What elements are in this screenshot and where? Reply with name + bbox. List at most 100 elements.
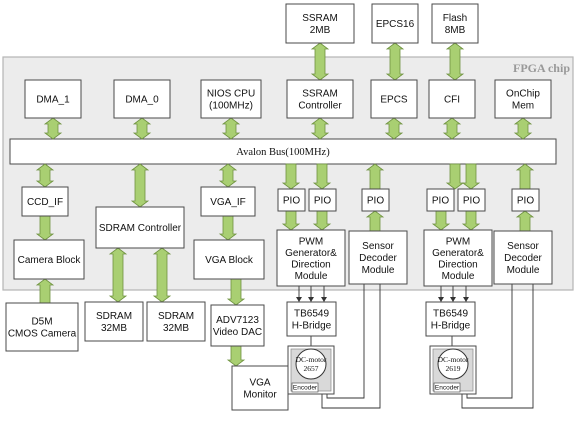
block-pio3: PIO: [361, 188, 390, 212]
bus-arrow-25: [461, 210, 481, 231]
dc-motor-motor2-label: 2619: [446, 364, 461, 373]
block-adv7123-label: Video DAC: [213, 327, 262, 338]
block-pio6: PIO: [511, 188, 540, 212]
block-epcs: EPCS: [370, 79, 418, 119]
pwm2-hbridge-head-a: [438, 297, 444, 302]
block-sensor2-label: Module: [507, 265, 540, 276]
block-sdram2-label: SDRAM: [158, 311, 194, 322]
bus-arrow-4: [43, 117, 63, 140]
block-vga-if-label: VGA_IF: [210, 197, 246, 208]
block-epcs16: EPCS16: [371, 3, 419, 44]
block-sdram-ctrl-label: SDRAM Controller: [99, 223, 182, 234]
block-hbridge2-label: TB6549: [433, 309, 468, 320]
block-cfi-label: CFI: [444, 95, 460, 106]
block-sensor1-label: Module: [362, 265, 395, 276]
block-hbridge1-label: TB6549: [294, 309, 329, 320]
block-camera-block: Camera Block: [13, 239, 85, 280]
bus-arrow-18: [365, 163, 385, 190]
encoder-label: Encoder: [435, 385, 460, 392]
bus-arrow-7: [310, 117, 330, 140]
dc-motor-motor1-label: DC-motor: [296, 355, 327, 364]
bus-arrow-31: [226, 278, 246, 306]
pwm2-hbridge-head-c: [463, 297, 469, 302]
block-sensor1-label: Sensor: [362, 241, 394, 252]
block-sdram1-label: 32MB: [101, 323, 127, 334]
block-dma1-label: DMA_1: [36, 95, 70, 106]
fpga-chip-title: FPGA chip: [513, 61, 570, 75]
block-sensor2-label: Decoder: [504, 253, 542, 264]
bus-arrow-14: [281, 163, 301, 190]
block-ssram-label: 2MB: [310, 25, 331, 36]
pwm1-hbridge-head-c: [321, 297, 327, 302]
bus-arrow-22: [281, 210, 301, 231]
block-hbridge2-label: H-Bridge: [431, 321, 471, 332]
block-dma0-label: DMA_0: [125, 95, 159, 106]
bus-arrow-32: [226, 345, 246, 367]
block-vga-if: VGA_IF: [200, 186, 256, 217]
pwm1-hbridge-head-b: [308, 297, 314, 302]
avalon-bus: [9, 138, 557, 165]
block-adv7123-label: ADV7123: [216, 315, 259, 326]
pwm2-hbridge-head-b: [450, 297, 456, 302]
bus-arrow-23: [312, 210, 332, 231]
block-nios-label: (100MHz): [209, 101, 253, 112]
bus-arrow-27: [515, 210, 535, 232]
block-sensor1-label: Decoder: [359, 253, 397, 264]
block-nios-label: NIOS CPU: [207, 89, 255, 100]
block-cfi: CFI: [428, 79, 476, 119]
block-sdram2-label: 32MB: [163, 323, 189, 334]
bus-arrow-10: [513, 117, 533, 140]
block-flash-label: 8MB: [445, 25, 466, 36]
bus-arrow-15: [312, 163, 332, 190]
block-epcs16-label: EPCS16: [376, 19, 415, 30]
block-d5m-label: CMOS Camera: [8, 329, 77, 340]
block-ssram-label: SSRAM: [302, 13, 338, 24]
block-pio1: PIO: [277, 188, 306, 212]
block-epcs-label: EPCS: [380, 95, 408, 106]
bus-arrow-28: [35, 278, 55, 304]
block-vga-monitor-label: Monitor: [243, 390, 277, 401]
bus-arrow-17: [461, 163, 481, 190]
block-ssram-ctrl-label: Controller: [298, 101, 342, 112]
block-pwm2-label: PWM: [446, 236, 470, 247]
block-sensor2-label: Sensor: [507, 241, 539, 252]
block-pwm1-label: Module: [295, 271, 328, 282]
bus-arrow-26: [365, 210, 385, 232]
block-ccd-if: CCD_IF: [21, 186, 69, 217]
bus-arrow-16: [445, 163, 465, 190]
block-pio1-label: PIO: [283, 196, 300, 207]
bus-arrow-19: [515, 163, 535, 190]
block-onchip-label: Mem: [512, 101, 534, 112]
block-pwm2-label: Generator&: [432, 248, 484, 259]
block-dma1: DMA_1: [24, 79, 82, 119]
block-pwm2-label: Direction: [438, 259, 477, 270]
encoder2-feedback-wire-a: [461, 268, 534, 409]
block-pwm1-label: Direction: [291, 259, 330, 270]
block-nios: NIOS CPU(100MHz): [200, 79, 262, 119]
bus-arrow-24: [431, 210, 451, 231]
bus-arrow-5: [132, 117, 152, 140]
block-ssram-ctrl-label: SSRAM: [302, 89, 338, 100]
block-dma0: DMA_0: [113, 79, 171, 119]
block-pio6-label: PIO: [517, 196, 534, 207]
block-pio4-label: PIO: [432, 196, 449, 207]
block-sdram-ctrl: SDRAM Controller: [95, 206, 185, 249]
